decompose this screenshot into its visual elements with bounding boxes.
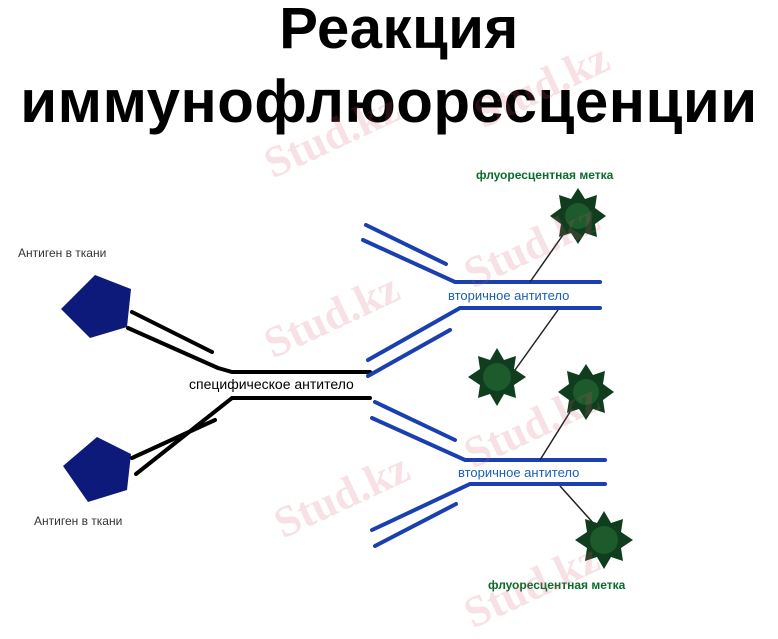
secondary-antibody-bottom-shape: [370, 400, 607, 548]
fluorescent-label-bottom: флуоресцентная метка: [488, 578, 626, 592]
secondary-antibody-top-shape: [361, 223, 602, 378]
antigen-bottom-icon: [63, 437, 131, 502]
secondary-antibody-bottom-label: вторичное антитело: [458, 465, 580, 480]
immunofluorescence-diagram: [61, 188, 633, 569]
secondary-antibody-top-label: вторичное антитело: [448, 288, 570, 303]
antigen-top-icon: [61, 275, 131, 338]
marker-tethers: [514, 231, 596, 526]
fluorescent-marker-1-icon: [550, 188, 606, 244]
specific-antibody-label: специфическое антитело: [188, 376, 355, 392]
fluorescent-marker-3-icon: [558, 364, 614, 420]
title-line-1: Реакция: [279, 0, 519, 61]
title-line-2: иммунофлюоресценции: [20, 68, 758, 135]
antigen-bottom-label: Антиген в ткани: [34, 514, 123, 528]
fluorescent-marker-4-icon: [575, 511, 633, 569]
fluorescent-label-top: флуоресцентная метка: [476, 168, 614, 182]
fluorescent-marker-2-icon: [468, 348, 526, 406]
specific-antibody-shape: [126, 310, 372, 476]
antigen-top-label: Антиген в ткани: [18, 246, 107, 260]
